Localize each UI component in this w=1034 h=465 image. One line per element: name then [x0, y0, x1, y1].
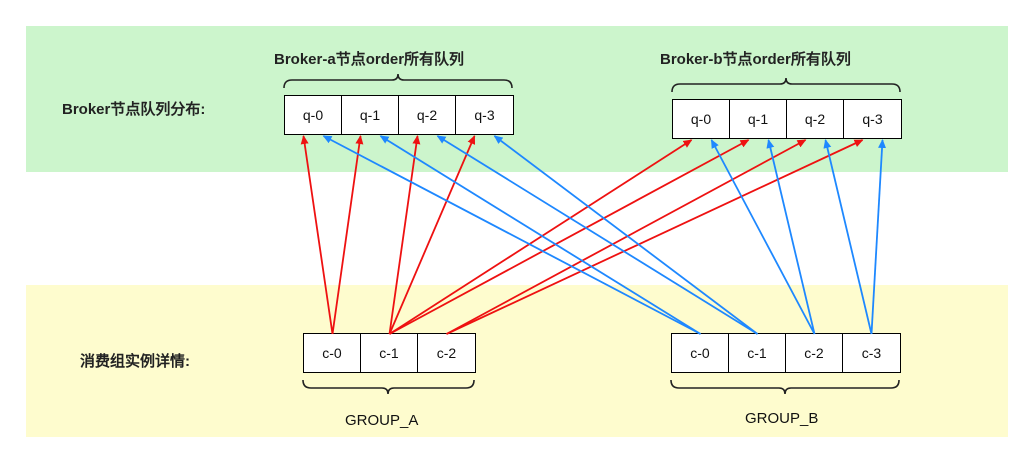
- broker-a-queue-2: q-2: [399, 96, 456, 134]
- group-a-brace: [302, 379, 475, 395]
- group-a-consumers: c-0 c-1 c-2: [303, 333, 476, 373]
- broker-a-brace: [283, 73, 513, 89]
- group-b-consumer-3: c-3: [861, 345, 882, 361]
- group-b-arrow-4: [710, 139, 816, 335]
- group-b-name: GROUP_B: [745, 410, 819, 427]
- group-b-arrow-1: [379, 135, 701, 335]
- consumer-details-label: 消费组实例详情:: [80, 353, 190, 370]
- group-b-arrow-6: [823, 139, 873, 335]
- group-a-consumer-2: c-2: [436, 345, 457, 361]
- group-b-arrow-5: [766, 139, 816, 335]
- broker-a-queue-1: q-1: [342, 96, 399, 134]
- group-b-consumer-1: c-1: [729, 334, 786, 372]
- broker-a-queue-0: q-0: [285, 96, 342, 134]
- group-a-arrow-4: [389, 139, 693, 335]
- broker-a-title: Broker-a节点order所有队列: [274, 51, 465, 68]
- group-a-arrow-6: [446, 139, 807, 335]
- group-a-arrow-3: [388, 135, 476, 335]
- broker-a-queue-3: q-3: [474, 107, 495, 123]
- group-a-arrow-7: [446, 139, 864, 335]
- broker-b-queues: q-0 q-1 q-2 q-3: [672, 99, 902, 139]
- group-a-arrow-5: [389, 139, 750, 335]
- broker-b-queue-1: q-1: [730, 100, 787, 138]
- group-a-arrow-1: [331, 135, 364, 335]
- group-b-consumer-0: c-0: [672, 334, 729, 372]
- group-b-consumer-2: c-2: [786, 334, 843, 372]
- group-b-arrow-2: [436, 135, 758, 335]
- broker-b-brace: [671, 77, 901, 93]
- broker-a-queues: q-0 q-1 q-2 q-3: [284, 95, 514, 135]
- group-a-arrow-2: [388, 135, 421, 335]
- broker-distribution-label: Broker节点队列分布:: [62, 101, 206, 118]
- group-a-arrow-0: [300, 135, 334, 335]
- group-b-consumers: c-0 c-1 c-2 c-3: [671, 333, 901, 373]
- assignment-arrows: [300, 135, 887, 335]
- broker-b-queue-3: q-3: [862, 111, 883, 127]
- group-b-arrow-3: [493, 135, 759, 335]
- group-b-arrow-7: [870, 139, 887, 335]
- group-a-consumer-0: c-0: [304, 334, 361, 372]
- broker-b-title: Broker-b节点order所有队列: [660, 51, 851, 68]
- broker-b-queue-2: q-2: [787, 100, 844, 138]
- group-a-name: GROUP_A: [345, 412, 419, 429]
- broker-b-queue-0: q-0: [673, 100, 730, 138]
- group-a-consumer-1: c-1: [361, 334, 418, 372]
- group-b-arrow-0: [322, 135, 701, 335]
- group-b-brace: [670, 379, 900, 395]
